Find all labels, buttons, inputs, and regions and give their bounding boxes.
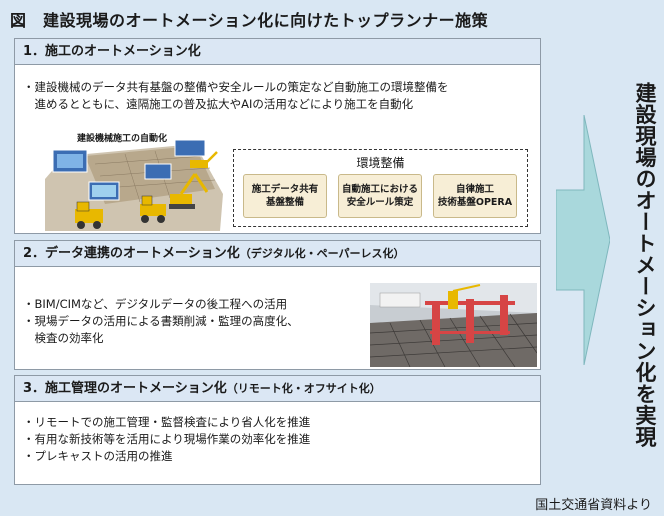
- section-1-heading: 1．施工のオートメーション化: [15, 39, 540, 65]
- source-credit: 国土交通省資料より: [535, 498, 652, 513]
- section-2-subheading: （デジタル化・ペーパーレス化）: [239, 247, 405, 260]
- section-2-heading-text: 2．データ連携のオートメーション化: [23, 246, 240, 261]
- section-management-automation: 3．施工管理のオートメーション化（リモート化・オフサイト化） ・リモートでの施工…: [14, 375, 541, 485]
- bim-cim-model-image: [370, 283, 537, 367]
- section-1-bullet: ・建設機械のデータ共有基盤の整備や安全ルールの策定など自動施工の環境整備を: [23, 80, 449, 94]
- section-2-bullet: 検査の効率化: [23, 331, 104, 345]
- section-2-bullets: ・BIM/CIMなど、デジタルデータの後工程への活用 ・現場データの活用による書…: [23, 296, 299, 347]
- env-item-safety-rules: 自動施工における 安全ルール策定: [338, 174, 422, 218]
- section-data-automation: 2．データ連携のオートメーション化（デジタル化・ペーパーレス化） ・BIM/CI…: [14, 240, 541, 370]
- section-3-bullets: ・リモートでの施工管理・監督検査により省人化を推進 ・有用な新技術等を活用により…: [23, 414, 310, 465]
- section-2-bullet: ・BIM/CIMなど、デジタルデータの後工程への活用: [23, 297, 288, 311]
- section-3-heading: 3．施工管理のオートメーション化（リモート化・オフサイト化）: [15, 376, 540, 402]
- section-construction-automation: 1．施工のオートメーション化 ・建設機械のデータ共有基盤の整備や安全ルールの策定…: [14, 38, 541, 234]
- construction-machine-illustration: [45, 139, 223, 231]
- env-item-data-sharing: 施工データ共有 基盤整備: [243, 174, 327, 218]
- illustration-caption: 建設機械施工の自動化: [77, 134, 168, 144]
- section-3-heading-text: 3．施工管理のオートメーション化: [23, 381, 227, 396]
- right-arrow-icon: [556, 115, 610, 365]
- section-3-bullet: ・有用な新技術等を活用により現場作業の効率化を推進: [23, 432, 311, 446]
- env-item-opera: 自律施工 技術基盤OPERA: [433, 174, 517, 218]
- section-2-bullet: ・現場データの活用による書類削減・監理の高度化、: [23, 314, 299, 328]
- conclusion-vertical-text: 建設現場のオートメーション化を実現: [633, 82, 657, 448]
- environment-setup-title: 環境整備: [356, 156, 405, 170]
- section-1-heading-text: 1．施工のオートメーション化: [23, 44, 201, 59]
- section-1-bullet: 進めるとともに、遠隔施工の普及拡大やAIの活用などにより施工を自動化: [23, 97, 414, 111]
- section-1-bullets: ・建設機械のデータ共有基盤の整備や安全ルールの策定など自動施工の環境整備を 進め…: [23, 79, 449, 113]
- section-3-bullet: ・リモートでの施工管理・監督検査により省人化を推進: [23, 415, 311, 429]
- section-3-bullet: ・プレキャストの活用の推進: [23, 449, 173, 463]
- environment-setup-panel: 環境整備 施工データ共有 基盤整備 自動施工における 安全ルール策定 自律施工 …: [233, 149, 528, 227]
- figure-title: 図 建設現場のオートメーション化に向けたトップランナー施策: [10, 11, 489, 30]
- section-3-subheading: （リモート化・オフサイト化）: [226, 382, 381, 395]
- section-2-heading: 2．データ連携のオートメーション化（デジタル化・ペーパーレス化）: [15, 241, 540, 267]
